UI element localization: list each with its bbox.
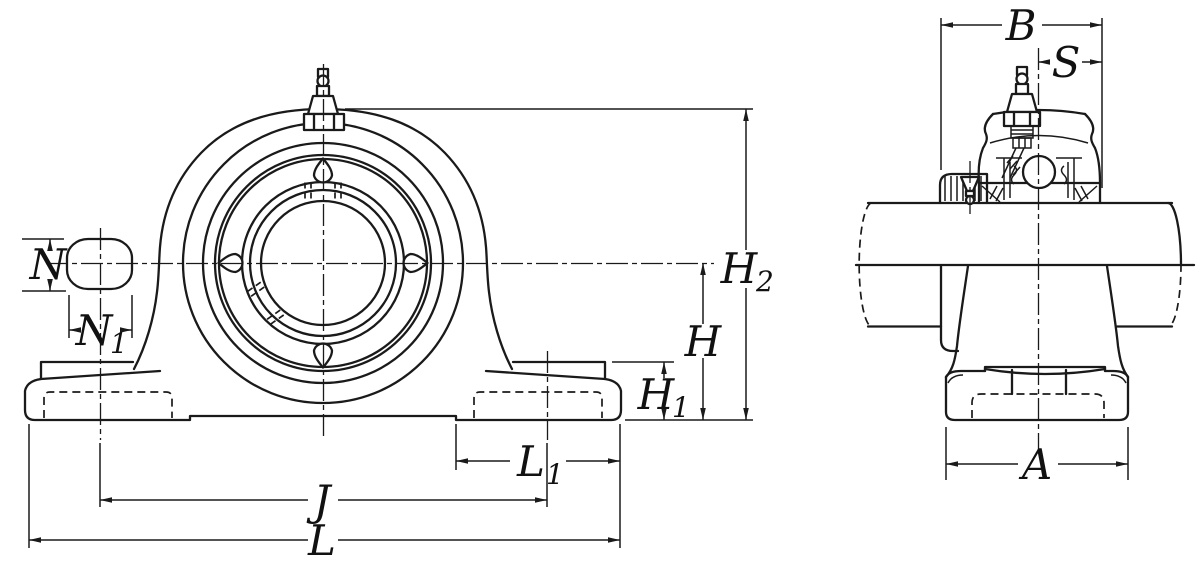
pedestal-right-side [1105, 264, 1130, 379]
dimension-H: H [684, 263, 723, 420]
dimension-H2: H 2 [345, 108, 774, 421]
dimension-label-B: B [1005, 1, 1037, 50]
dimension-label-N1-sub: 1 [110, 327, 128, 360]
bearing-internals-left [989, 157, 1022, 202]
dimension-A: A [945, 427, 1129, 489]
dimension-label-S: S [1052, 38, 1081, 87]
shaft-right-break-hidden [1167, 263, 1182, 328]
side-housing [977, 65, 1102, 205]
dimension-label-H2: H [720, 244, 759, 293]
dimension-label-L1-sub: 1 [546, 458, 564, 491]
grease-fitting-side-cone [1005, 92, 1039, 114]
dimension-N: N [22, 238, 68, 292]
setscrew-block-outline [938, 172, 989, 205]
dimension-L: L [28, 424, 620, 565]
side-base-accent-right [1110, 374, 1127, 384]
dimension-label-L1: L [516, 437, 545, 486]
side-view [854, 48, 1196, 450]
dimension-J: J [99, 443, 548, 525]
grease-fitting-side-hex [1002, 110, 1042, 128]
dimension-L1: L 1 [455, 424, 621, 548]
shaft-right-break-visible [1166, 201, 1183, 266]
dimension-label-H1: H [637, 370, 676, 419]
grease-tower [1012, 137, 1032, 149]
dimension-label-H2-sub: 2 [755, 265, 774, 298]
dimension-label-N1: N [75, 306, 114, 355]
right-foot-hidden-slot [473, 391, 603, 418]
side-housing-left [977, 112, 995, 185]
right-foot-pad [511, 360, 607, 381]
grease-fitting-side-neck [1014, 82, 1030, 96]
side-housing-right [1083, 112, 1102, 185]
dimension-label-H: H [684, 317, 723, 366]
side-slot-edges [1010, 368, 1068, 396]
side-base-shoulder-left [944, 369, 987, 379]
setscrew-block [938, 161, 989, 214]
hidden-setscrew-hole-lower-left [243, 281, 285, 328]
dimensions-front: N N 1 H 2 H [22, 108, 774, 565]
dimension-N1: N 1 [68, 295, 133, 360]
hidden-setscrew-hole-top [304, 182, 342, 201]
dimension-label-L: L [307, 516, 336, 565]
front-view [23, 64, 714, 440]
dimension-S: S [1038, 38, 1102, 87]
dimension-label-A: A [1018, 440, 1052, 489]
dimension-label-N: N [29, 240, 68, 289]
pedestal-left-side [944, 264, 970, 379]
side-base-outline [944, 375, 1130, 422]
grease-duct [1001, 147, 1025, 179]
shaft-left-break [858, 202, 872, 328]
dimension-H1: H 1 [612, 361, 690, 424]
side-base-hidden-slot [971, 393, 1105, 418]
dimensions-side: B S A [940, 1, 1129, 489]
side-base-relief-arc [983, 367, 1107, 376]
grease-fitting-side [1001, 65, 1042, 179]
side-lug [939, 264, 960, 353]
left-foot-pad [39, 360, 135, 381]
left-foot-hidden-slot [43, 391, 173, 418]
side-base-accent-left [947, 374, 964, 384]
side-base-shoulder-right [1103, 369, 1130, 379]
bearing-internals-right [1056, 157, 1089, 202]
dimension-label-H1-sub: 1 [672, 391, 690, 424]
dimension-B: B [940, 1, 1103, 188]
